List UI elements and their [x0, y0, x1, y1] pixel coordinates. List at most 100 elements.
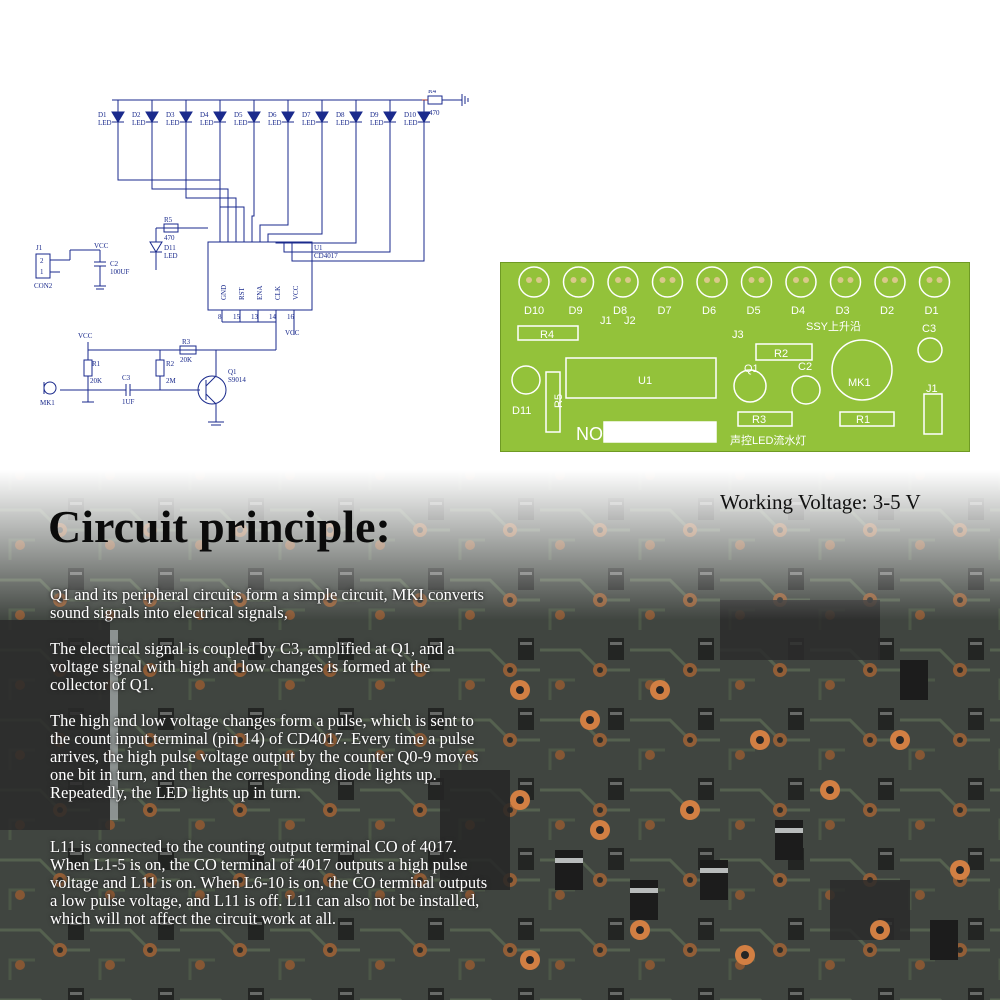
led-wire — [219, 122, 245, 242]
schematic-led-type: LED — [234, 119, 248, 127]
pcb-label-brand: SSY上升沿 — [806, 320, 861, 333]
ic-pinnum-8: 8 — [218, 313, 222, 321]
pcb-label-title: 声控LED流水灯 — [730, 433, 806, 447]
connector-j1: J1 2 1 CON2 VCC — [34, 242, 109, 290]
schematic-led-label: D7 — [302, 111, 311, 119]
led-d11: D11 LED — [149, 241, 178, 270]
schematic-led-label: D4 — [200, 111, 209, 119]
pcb-led-label: D1 — [925, 305, 939, 317]
pcb-label-j1-small: J1 — [600, 315, 612, 327]
schematic-led-type: LED — [268, 119, 282, 127]
led-wire — [185, 122, 237, 242]
section-heading: Circuit principle: — [48, 501, 391, 552]
q1-label: Q1 — [228, 368, 237, 376]
pcb-led-label: D6 — [702, 305, 716, 317]
pcb-led-label: D4 — [791, 305, 805, 317]
schematic-led-type: LED — [200, 119, 214, 127]
led-wire — [117, 122, 221, 242]
amplifier-section: VCC R1 20K MK1 C3 1UF R2 2M R3 20K Q1 S9… — [40, 322, 277, 426]
r5-value: 470 — [164, 234, 175, 242]
pcb-led-d7: D7 — [651, 266, 684, 317]
pcb-led-d8: D8 — [607, 266, 639, 317]
ic-pin-vcc: VCC — [292, 285, 300, 300]
schematic-led-type: LED — [132, 119, 146, 127]
r1-label: R1 — [92, 360, 101, 368]
pcb-led-d3: D3 — [829, 266, 862, 317]
pcb-label-r4: R4 — [540, 329, 554, 341]
ic-vcc-label: VCC — [285, 329, 300, 337]
resistor-r5: R5 470 — [155, 216, 208, 242]
pcb-led-label: D8 — [613, 305, 627, 317]
pcb-led-label: D2 — [880, 305, 894, 317]
pcb-label-j3: J3 — [732, 329, 744, 341]
schematic-led-label: D1 — [98, 111, 107, 119]
c2-value: 100UF — [110, 268, 130, 276]
schematic-led-label: D9 — [370, 111, 379, 119]
c2-label: C2 — [110, 260, 119, 268]
schematic-led-type: LED — [370, 119, 384, 127]
schematic-led-type: LED — [336, 119, 350, 127]
pcb-label-u1: U1 — [638, 375, 652, 387]
led-row: D1LEDD2LEDD3LEDD4LEDD5LEDD6LEDD7LEDD8LED… — [98, 100, 431, 127]
paragraph-2: The electrical signal is coupled by C3, … — [50, 639, 455, 694]
paragraph-1: Q1 and its peripheral circuits form a si… — [50, 585, 484, 622]
j1-pin-2: 2 — [40, 257, 44, 265]
j1-label: J1 — [36, 244, 43, 252]
led-wire — [291, 122, 425, 262]
ic-cd4017: U1 CD4017 GND RST ENA CLK VCC 8 15 13 14… — [207, 241, 338, 337]
resistor-r4: R4 470 — [427, 90, 443, 117]
led-wire — [151, 122, 229, 242]
pcb-led-d6: D6 — [696, 266, 728, 317]
ic-pin-gnd: GND — [220, 285, 228, 300]
pcb-label-mk1: MK1 — [848, 377, 871, 389]
pcb-label-j2: J2 — [624, 315, 636, 327]
c3-value: 1UF — [122, 398, 135, 406]
ic-pinnum-16: 16 — [287, 313, 295, 321]
pcb-label-c3: C3 — [922, 323, 936, 335]
pcb-silkscreen — [511, 325, 943, 443]
ic-pinnum-14: 14 — [269, 313, 277, 321]
r4-label: R4 — [428, 90, 437, 95]
d11-label: D11 — [164, 244, 176, 252]
r5-label: R5 — [164, 216, 173, 224]
schematic-led-type: LED — [166, 119, 180, 127]
j1-pin-1: 1 — [40, 268, 44, 276]
pcb-label-r1: R1 — [856, 414, 870, 426]
pcb-led-d5: D5 — [740, 266, 773, 317]
pcb-led-d4: D4 — [785, 266, 817, 317]
pcb-led-label: D5 — [747, 305, 761, 317]
ground-symbol-top — [461, 94, 469, 106]
led-wire — [283, 122, 391, 253]
schematic-led-label: D10 — [404, 111, 417, 119]
paragraph-3: The high and low voltage changes form a … — [50, 711, 479, 802]
r4-value: 470 — [429, 109, 440, 117]
pcb-label-j1: J1 — [926, 383, 938, 395]
c3-label: C3 — [122, 374, 131, 382]
pcb-label-r5: R5 — [553, 394, 565, 408]
vcc-label-j1: VCC — [94, 242, 109, 250]
ic-pinnum-13: 13 — [251, 313, 259, 321]
led-wire — [267, 122, 323, 242]
ic-pin-clk: CLK — [274, 286, 282, 300]
pcb-led-label: D9 — [569, 305, 583, 317]
schematic-led-label: D2 — [132, 111, 141, 119]
schematic-led-type: LED — [302, 119, 316, 127]
paragraph-4: L11 is connected to the counting output … — [50, 837, 488, 928]
schematic-led-label: D8 — [336, 111, 345, 119]
ic-pinnum-15: 15 — [233, 313, 241, 321]
r3-label: R3 — [182, 338, 191, 346]
ic-part: CD4017 — [314, 252, 338, 260]
r2-label: R2 — [166, 360, 175, 368]
pcb-led-label: D7 — [658, 305, 672, 317]
ic-name: U1 — [314, 244, 323, 252]
